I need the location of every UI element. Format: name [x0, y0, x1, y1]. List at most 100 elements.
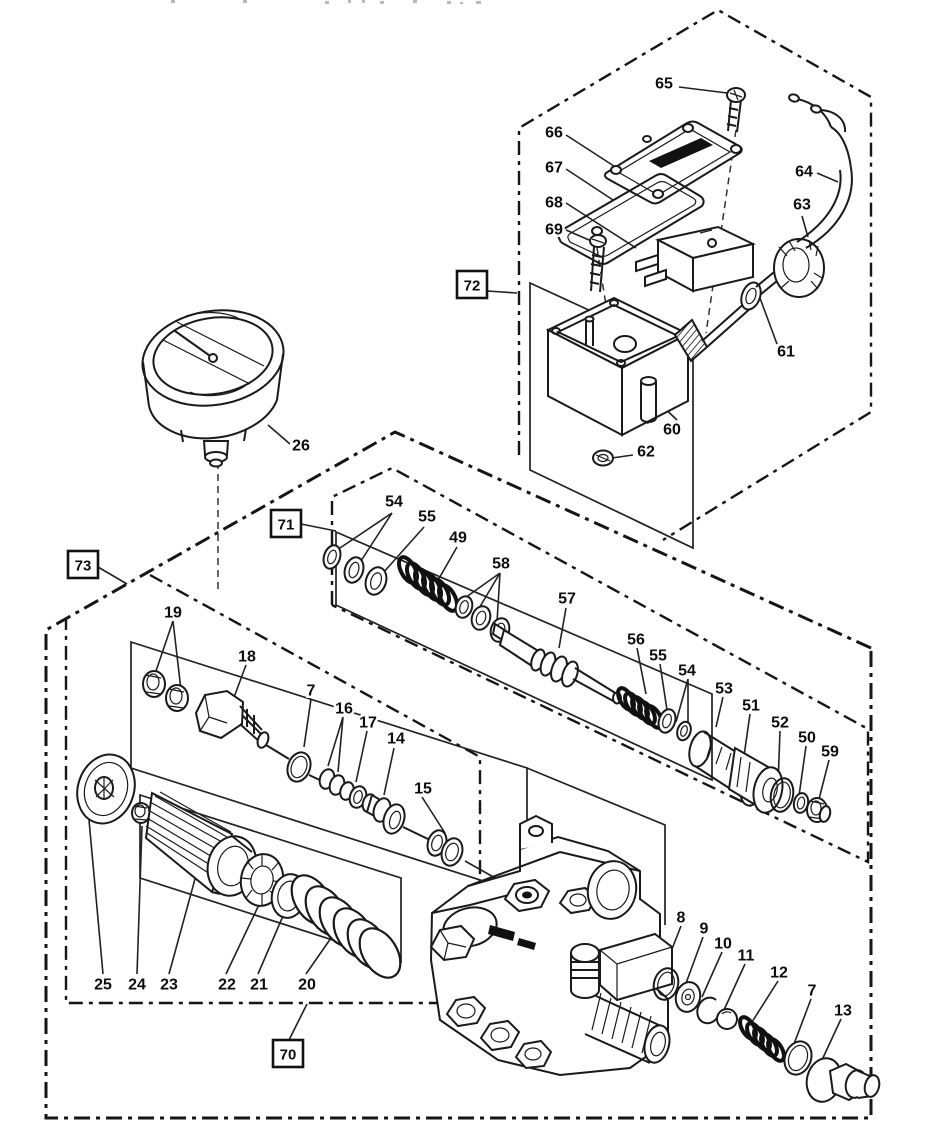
part-label-56: 56 [627, 632, 645, 649]
part-label-66: 66 [545, 125, 563, 142]
manifold-block [429, 814, 673, 1077]
enclosure-60 [545, 296, 691, 437]
washer-55 [364, 566, 388, 596]
leader-lines [88, 86, 842, 1061]
group-box-label-70: 70 [280, 1047, 297, 1064]
part-label-16: 16 [335, 701, 353, 718]
part-label-21: 21 [250, 977, 268, 994]
micro-switch-68 [635, 225, 756, 293]
part-label-14: 14 [387, 731, 405, 748]
right-valve-train [616, 686, 832, 823]
bushing-14 [361, 793, 406, 835]
part-label-9: 9 [700, 921, 709, 938]
part-label-62: 62 [637, 444, 655, 461]
part-label-8: 8 [677, 910, 686, 927]
part-label-7: 7 [808, 983, 817, 1000]
switch-kit [545, 87, 853, 467]
center-port-hex [503, 878, 551, 913]
part-label-64: 64 [795, 164, 813, 181]
spring-20 [290, 874, 402, 979]
screw-69 [589, 234, 607, 293]
rings-15 [426, 829, 464, 867]
cover-66 [603, 120, 743, 205]
part-label-58: 58 [492, 556, 510, 573]
unloader-kit [322, 544, 622, 705]
left-valve-kit [142, 670, 464, 867]
oring-8 [652, 967, 680, 1001]
part-label-54: 54 [678, 663, 696, 680]
part-label-12: 12 [770, 965, 788, 982]
snap-ring-10 [696, 996, 720, 1025]
part-label-49: 49 [449, 530, 467, 547]
part-label-17: 17 [359, 715, 377, 732]
part-label-13: 13 [834, 1003, 852, 1020]
part-labels-layer: 6566676869646361606226545549585756555453… [92, 73, 855, 1022]
part-label-19: 19 [164, 605, 182, 622]
frame-manifold [526, 767, 666, 925]
part-label-65: 65 [655, 76, 673, 93]
part-label-68: 68 [545, 195, 563, 212]
spring-12 [738, 1015, 786, 1063]
part-label-20: 20 [298, 977, 316, 994]
part-label-18: 18 [238, 649, 256, 666]
screw-65 [726, 87, 746, 133]
boundary-73-outer [44, 430, 873, 1120]
part-label-7: 7 [307, 683, 316, 700]
left-plug [429, 906, 498, 962]
part-label-59: 59 [821, 744, 839, 761]
part-label-67: 67 [545, 160, 563, 177]
group-box-70 [271, 1038, 305, 1069]
pressure-gauge [141, 309, 285, 468]
part-label-55: 55 [649, 648, 667, 665]
bottom-hex-bolts [445, 995, 553, 1070]
part-label-23: 23 [160, 977, 178, 994]
center-stub [570, 943, 600, 999]
nut-59 [806, 797, 832, 823]
frame-unloader-kit [335, 530, 713, 782]
oring-54b [676, 720, 692, 742]
group-box-71 [269, 508, 303, 539]
group-box-73 [66, 549, 100, 580]
spring-49 [396, 555, 460, 613]
part-label-55: 55 [418, 509, 436, 526]
washer-55b [657, 708, 677, 734]
piston-kit [76, 753, 402, 979]
part-label-60: 60 [663, 422, 681, 439]
part-label-52: 52 [771, 715, 789, 732]
seal-disc-25 [76, 753, 136, 825]
nut-24 [131, 802, 151, 824]
piston-57 [491, 622, 622, 705]
part-label-69: 69 [545, 222, 563, 239]
oring-7b [783, 1040, 813, 1076]
washer-9 [674, 981, 702, 1013]
outlet-port [584, 992, 671, 1064]
part-label-63: 63 [793, 197, 811, 214]
part-label-26: 26 [292, 438, 310, 455]
screw-62 [592, 449, 614, 467]
group-box-72 [455, 269, 489, 300]
right-port-ring [586, 860, 638, 920]
part-label-10: 10 [714, 936, 732, 953]
part-label-15: 15 [414, 781, 432, 798]
rings-16 [318, 768, 355, 801]
part-label-24: 24 [128, 977, 146, 994]
brand-plate [649, 138, 713, 168]
part-label-25: 25 [94, 977, 112, 994]
part-label-53: 53 [715, 681, 733, 698]
oring-52 [769, 777, 795, 813]
boundary-71 [330, 466, 870, 864]
part-label-50: 50 [798, 730, 816, 747]
part-label-22: 22 [218, 977, 236, 994]
valve-poppet-51 [727, 746, 784, 814]
part-label-51: 51 [742, 698, 760, 715]
part-label-61: 61 [777, 344, 795, 361]
part-label-54: 54 [385, 494, 403, 511]
cord-grip-assembly [673, 93, 853, 363]
part-label-57: 57 [558, 591, 576, 608]
boundary-72 [517, 8, 873, 542]
group-box-label-72: 72 [464, 278, 481, 295]
plug-13 [805, 1057, 881, 1103]
page-edge-artifacts [171, 0, 481, 4]
fitting-18 [194, 689, 270, 749]
